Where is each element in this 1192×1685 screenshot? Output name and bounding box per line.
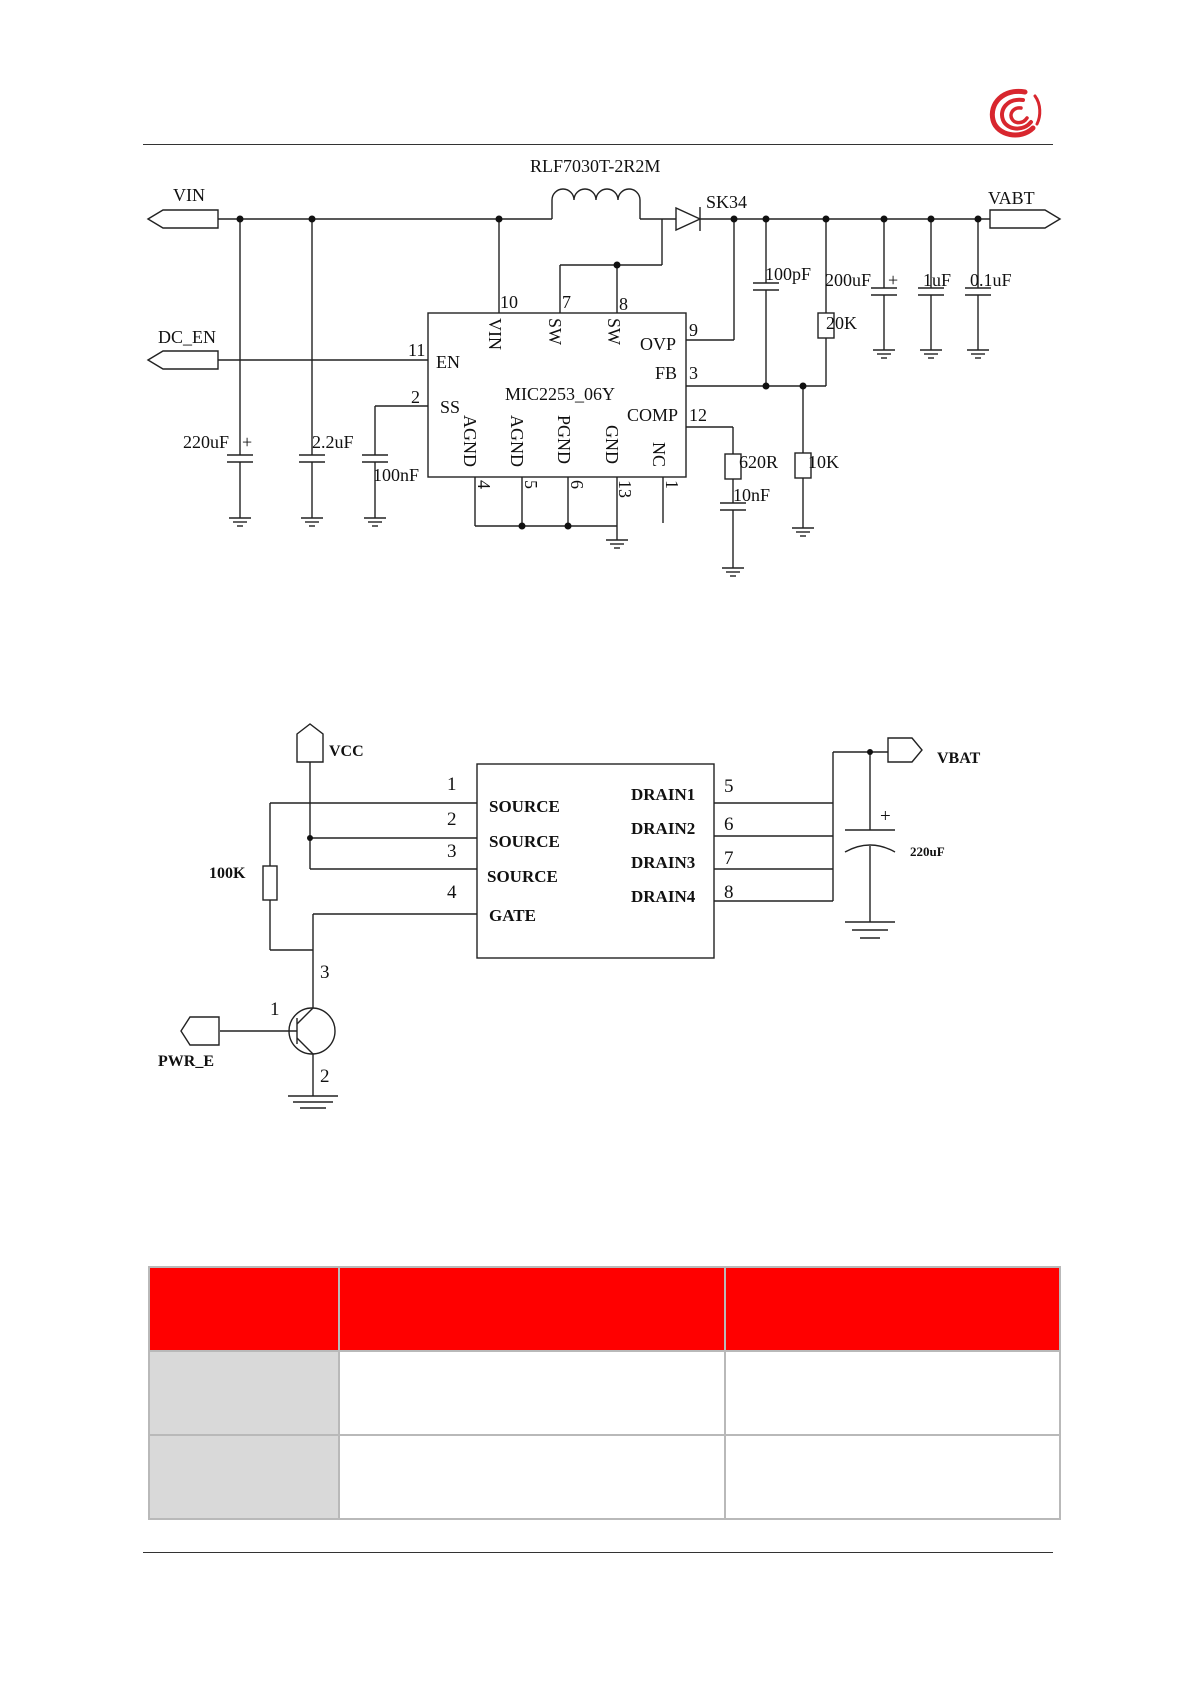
pin-name: DRAIN2 (631, 819, 695, 838)
r-620r-label: 620R (739, 452, 778, 472)
power-switch-schematic: VCC VBAT PWR_E 100K 220uF + 1 2 3 4 5 6 … (158, 723, 981, 1109)
pin-name: AGND (507, 415, 527, 467)
pin-name: SOURCE (489, 797, 560, 816)
pin-name: SS (440, 397, 460, 417)
cap-100pf-label: 100pF (765, 264, 811, 284)
ic-name-label: MIC2253_06Y (505, 384, 615, 404)
pin-num: 1 (662, 480, 682, 489)
pwr-e-port (180, 1016, 220, 1046)
pin-num: 6 (724, 814, 734, 835)
pin-name: SW (545, 318, 565, 345)
transistor-emitter-num: 2 (320, 1066, 330, 1087)
pin-name: GATE (489, 906, 536, 925)
table-header-cell (338, 1266, 726, 1352)
pin-num: 5 (521, 480, 541, 489)
vabt-port (989, 209, 1062, 229)
plus-sign: + (242, 432, 252, 452)
table-cell (148, 1350, 340, 1436)
spec-table (148, 1266, 1061, 1520)
cap-2.2uf-label: 2.2uF (312, 432, 354, 452)
pin-num: 5 (724, 776, 734, 797)
cap-0.1uf-label: 0.1uF (970, 270, 1012, 290)
pin-name: SOURCE (487, 867, 558, 886)
table-header-cell (148, 1266, 340, 1352)
table-row (148, 1434, 1061, 1520)
vin-port (146, 209, 219, 229)
pin-num: 7 (724, 848, 734, 869)
pin-name: FB (655, 363, 677, 383)
transistor-collector-num: 3 (320, 962, 330, 983)
cap-220uf-label: 220uF (183, 432, 229, 452)
red-spiral-logo-icon (989, 88, 1042, 138)
table-cell (724, 1350, 1061, 1436)
pin-name: AGND (460, 415, 480, 467)
pin-num: 11 (408, 340, 425, 360)
pin-num: 7 (562, 292, 571, 312)
pin-num: 10 (500, 292, 518, 312)
header-rule (143, 144, 1053, 145)
pin-name: COMP (627, 405, 678, 425)
pin-name: DRAIN3 (631, 853, 695, 872)
table-cell (338, 1350, 726, 1436)
vabt-label: VABT (988, 188, 1035, 208)
table-cell (148, 1434, 340, 1520)
pin-name: PGND (554, 415, 574, 464)
cap-10nf-label: 10nF (733, 485, 770, 505)
inductor-symbol (551, 188, 641, 219)
dc-en-label: DC_EN (158, 327, 216, 347)
pin-num: 1 (447, 774, 457, 795)
pin-num: 9 (689, 320, 698, 340)
pin-name: SOURCE (489, 832, 560, 851)
boost-converter-schematic: VIN VABT DC_EN RLF7030T-2R2M SK34 MIC225… (146, 156, 1062, 577)
pin-num: 3 (447, 841, 457, 862)
diode-symbol (675, 206, 702, 232)
pin-name: EN (436, 352, 460, 372)
r-100k-label: 100K (209, 865, 246, 882)
pin-num: 3 (689, 363, 698, 383)
pin-name: GND (602, 425, 622, 464)
r-20k-label: 20K (826, 313, 857, 333)
pin-num: 12 (689, 405, 707, 425)
pin-num: 8 (619, 294, 628, 314)
plus-sign: + (888, 270, 898, 290)
cap-200uf-label: 200uF (825, 270, 871, 290)
table-header-cell (724, 1266, 1061, 1352)
table-cell (338, 1434, 726, 1520)
pin-name: NC (649, 442, 669, 467)
pin-name: DRAIN4 (631, 887, 696, 906)
table-cell (724, 1434, 1061, 1520)
vcc-label: VCC (329, 743, 364, 760)
pin-name: DRAIN1 (631, 785, 695, 804)
pin-name: OVP (640, 334, 676, 354)
vcc-port (296, 723, 324, 763)
dc-en-port (146, 350, 219, 370)
cap-220uf-label: 220uF (910, 844, 945, 859)
vbat-port (887, 737, 923, 763)
pin-num: 13 (615, 480, 635, 498)
inductor-label: RLF7030T-2R2M (530, 156, 660, 176)
pin-num: 2 (447, 809, 457, 830)
plus-sign: + (880, 806, 891, 827)
pin-name: SW (604, 318, 624, 345)
pin-name: VIN (485, 318, 505, 350)
pin-num: 4 (447, 882, 457, 903)
vbat-label: VBAT (937, 750, 981, 767)
cap-100nf-label: 100nF (373, 465, 419, 485)
pin-num: 8 (724, 882, 734, 903)
pin-num: 2 (411, 387, 420, 407)
transistor-base-num: 1 (270, 999, 280, 1020)
pin-num: 4 (474, 480, 494, 489)
mic2253-ic-body (427, 312, 687, 478)
cap-1uf-label: 1uF (923, 270, 951, 290)
table-row (148, 1350, 1061, 1436)
pin-num: 6 (567, 480, 587, 489)
table-header-row (148, 1266, 1061, 1352)
mosfet-ic-body (476, 763, 715, 959)
r-100k-symbol (262, 865, 278, 901)
diode-label: SK34 (706, 192, 747, 212)
pwr-e-label: PWR_E (158, 1053, 214, 1070)
vin-label: VIN (173, 185, 205, 205)
footer-rule (143, 1552, 1053, 1553)
r-10k-label: 10K (808, 452, 839, 472)
